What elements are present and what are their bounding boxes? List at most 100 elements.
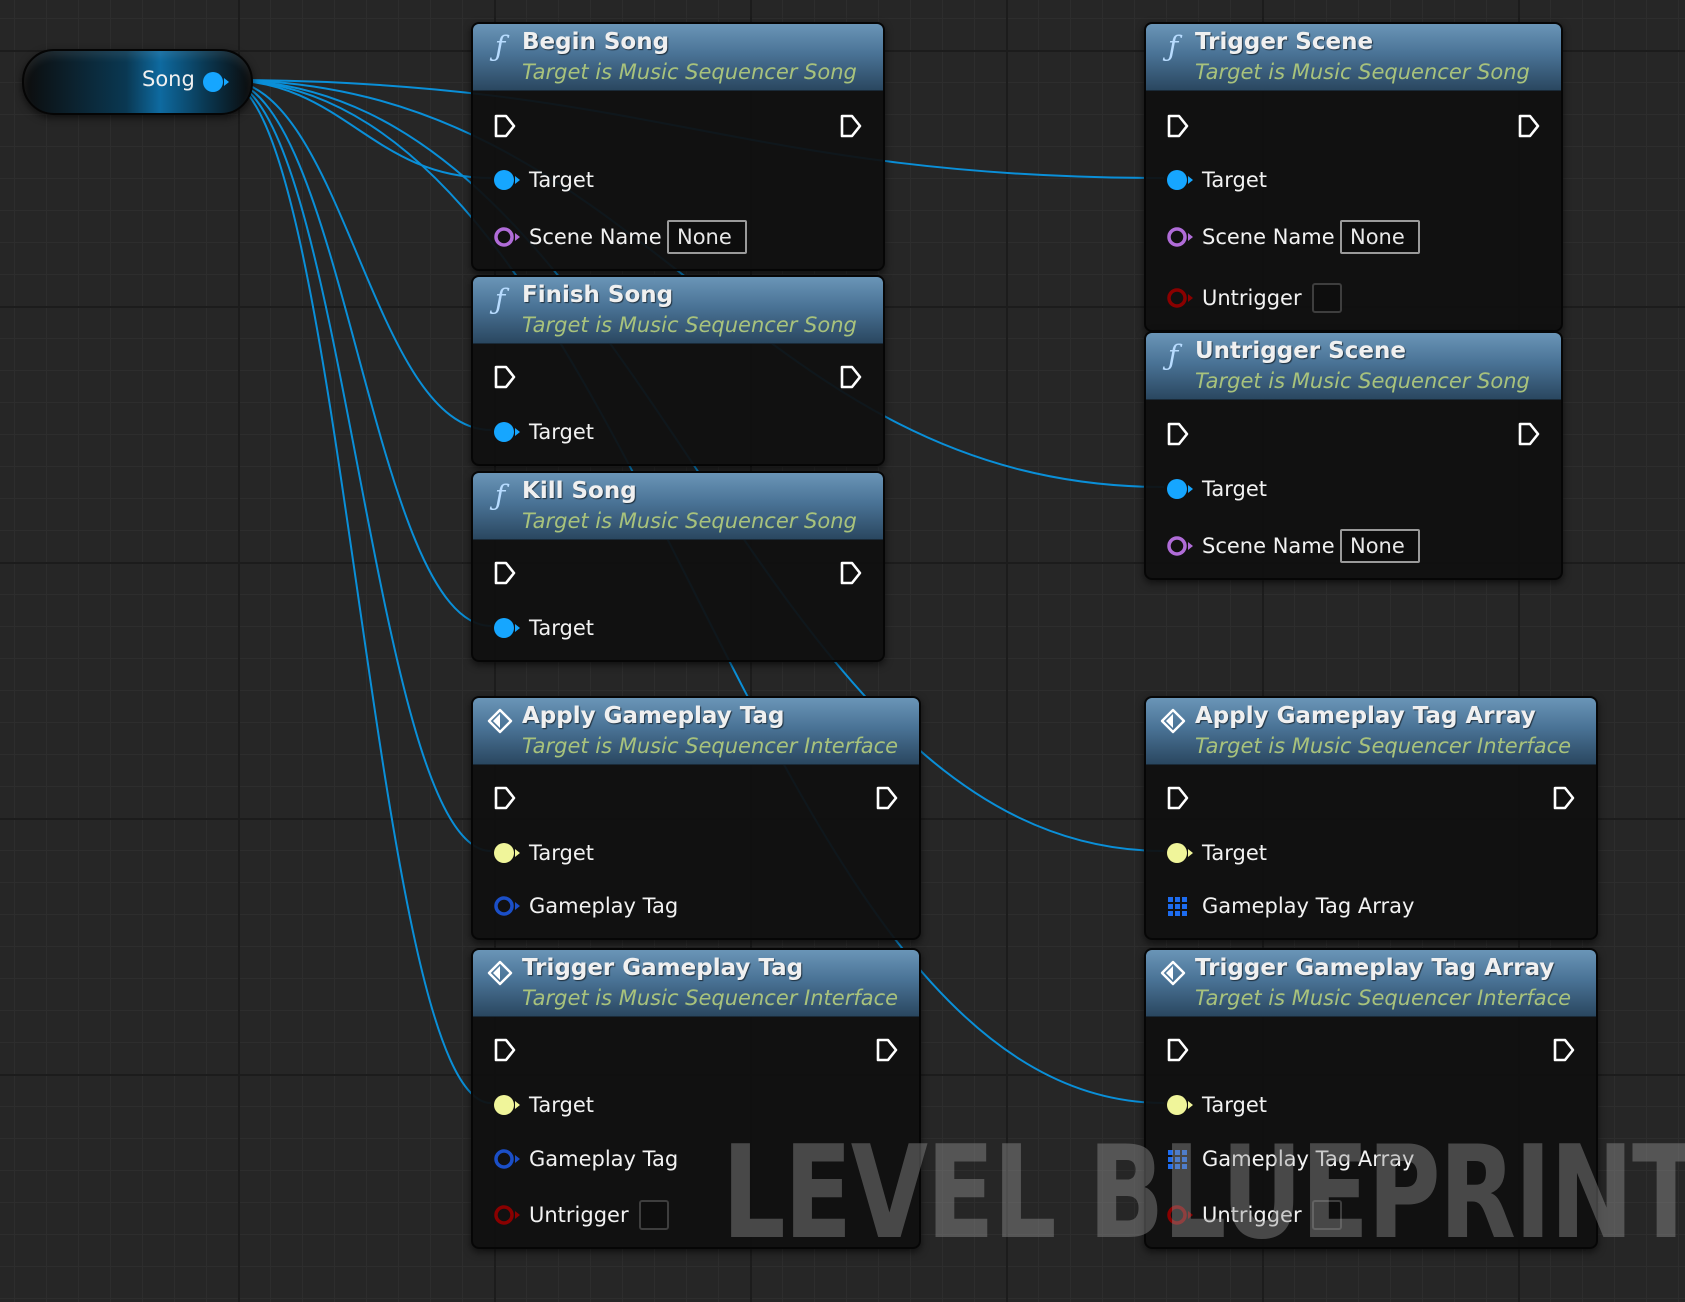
function-icon: ƒ: [494, 479, 506, 512]
untrigger-checkbox[interactable]: [1312, 1200, 1342, 1230]
song-variable-label: Song: [142, 67, 195, 91]
song-output-pin[interactable]: [202, 70, 230, 94]
target-label: Target: [1202, 168, 1267, 192]
node-title: Kill Song: [522, 478, 637, 504]
exec-in-pin[interactable]: [493, 364, 517, 390]
exec-in-pin[interactable]: [493, 1037, 517, 1063]
pin-row-target: Target: [473, 162, 883, 198]
scene-name-pin[interactable]: [493, 225, 521, 249]
exec-row: [473, 108, 883, 144]
target-label: Target: [1202, 477, 1267, 501]
scene-name-input[interactable]: None: [1340, 220, 1420, 254]
exec-in-pin[interactable]: [1166, 421, 1190, 447]
exec-in-pin[interactable]: [1166, 1037, 1190, 1063]
scene-name-input[interactable]: None: [1340, 529, 1420, 563]
scene-name-input[interactable]: None: [667, 220, 747, 254]
song-variable-node[interactable]: Song: [22, 49, 253, 115]
untrigger-checkbox[interactable]: [1312, 283, 1342, 313]
pin-row-target: Target: [473, 1087, 919, 1123]
node-title: Apply Gameplay Tag: [522, 703, 785, 729]
untrigger-pin[interactable]: [1166, 286, 1194, 310]
exec-row: [473, 780, 919, 816]
exec-in-pin[interactable]: [493, 560, 517, 586]
exec-row: [473, 555, 883, 591]
untrigger-pin[interactable]: [1166, 1203, 1194, 1227]
scene-name-pin[interactable]: [1166, 534, 1194, 558]
exec-out-pin[interactable]: [839, 364, 863, 390]
target-pin[interactable]: [493, 1093, 521, 1117]
scene-name-pin[interactable]: [1166, 225, 1194, 249]
exec-in-pin[interactable]: [1166, 113, 1190, 139]
node-subtitle: Target is Music Sequencer Song: [522, 313, 857, 337]
gameplay-tag-pin[interactable]: [493, 894, 521, 918]
exec-row: [473, 1032, 919, 1068]
target-pin[interactable]: [1166, 477, 1194, 501]
interface-icon: [487, 960, 513, 986]
node-title: Finish Song: [522, 282, 674, 308]
untrigger-checkbox[interactable]: [639, 1200, 669, 1230]
function-icon: ƒ: [494, 283, 506, 316]
interface-icon: [1160, 708, 1186, 734]
gameplay-tag-array-pin[interactable]: [1166, 1147, 1194, 1171]
target-pin[interactable]: [493, 420, 521, 444]
gameplay-tag-label: Gameplay Tag: [529, 894, 679, 918]
exec-row: [473, 359, 883, 395]
target-label: Target: [529, 616, 594, 640]
untrigger-pin[interactable]: [493, 1203, 521, 1227]
pin-row-untrigger: Untrigger: [1146, 280, 1561, 316]
exec-out-pin[interactable]: [1552, 785, 1576, 811]
pin-row-gameplay-tag: Gameplay Tag: [473, 888, 919, 924]
target-pin[interactable]: [493, 616, 521, 640]
target-pin[interactable]: [1166, 841, 1194, 865]
target-label: Target: [1202, 1093, 1267, 1117]
exec-out-pin[interactable]: [1517, 113, 1541, 139]
node-title: Trigger Gameplay Tag Array: [1195, 955, 1555, 981]
target-label: Target: [529, 420, 594, 444]
node-subtitle: Target is Music Sequencer Interface: [522, 734, 899, 758]
target-pin[interactable]: [1166, 1093, 1194, 1117]
function-icon: ƒ: [494, 30, 506, 63]
exec-in-pin[interactable]: [493, 785, 517, 811]
scene-name-label: Scene Name: [529, 225, 662, 249]
target-pin[interactable]: [493, 841, 521, 865]
target-pin[interactable]: [493, 168, 521, 192]
node-title: Trigger Scene: [1195, 29, 1374, 55]
node-subtitle: Target is Music Sequencer Song: [522, 509, 857, 533]
target-label: Target: [529, 168, 594, 192]
exec-out-pin[interactable]: [1552, 1037, 1576, 1063]
scene-name-label: Scene Name: [1202, 225, 1335, 249]
pin-row-target: Target: [1146, 162, 1561, 198]
exec-out-pin[interactable]: [1517, 421, 1541, 447]
exec-out-pin[interactable]: [839, 560, 863, 586]
pin-row-target: Target: [473, 610, 883, 646]
song-to-target-wire: [223, 79, 492, 179]
node-subtitle: Target is Music Sequencer Interface: [1195, 986, 1572, 1010]
gameplay-tag-pin[interactable]: [493, 1147, 521, 1171]
exec-in-pin[interactable]: [493, 113, 517, 139]
node-subtitle: Target is Music Sequencer Song: [522, 60, 857, 84]
exec-out-pin[interactable]: [875, 1037, 899, 1063]
target-label: Target: [529, 1093, 594, 1117]
target-pin[interactable]: [1166, 168, 1194, 192]
exec-in-pin[interactable]: [1166, 785, 1190, 811]
exec-out-pin[interactable]: [875, 785, 899, 811]
gameplay-tag-array-pin[interactable]: [1166, 894, 1194, 918]
exec-out-pin[interactable]: [839, 113, 863, 139]
